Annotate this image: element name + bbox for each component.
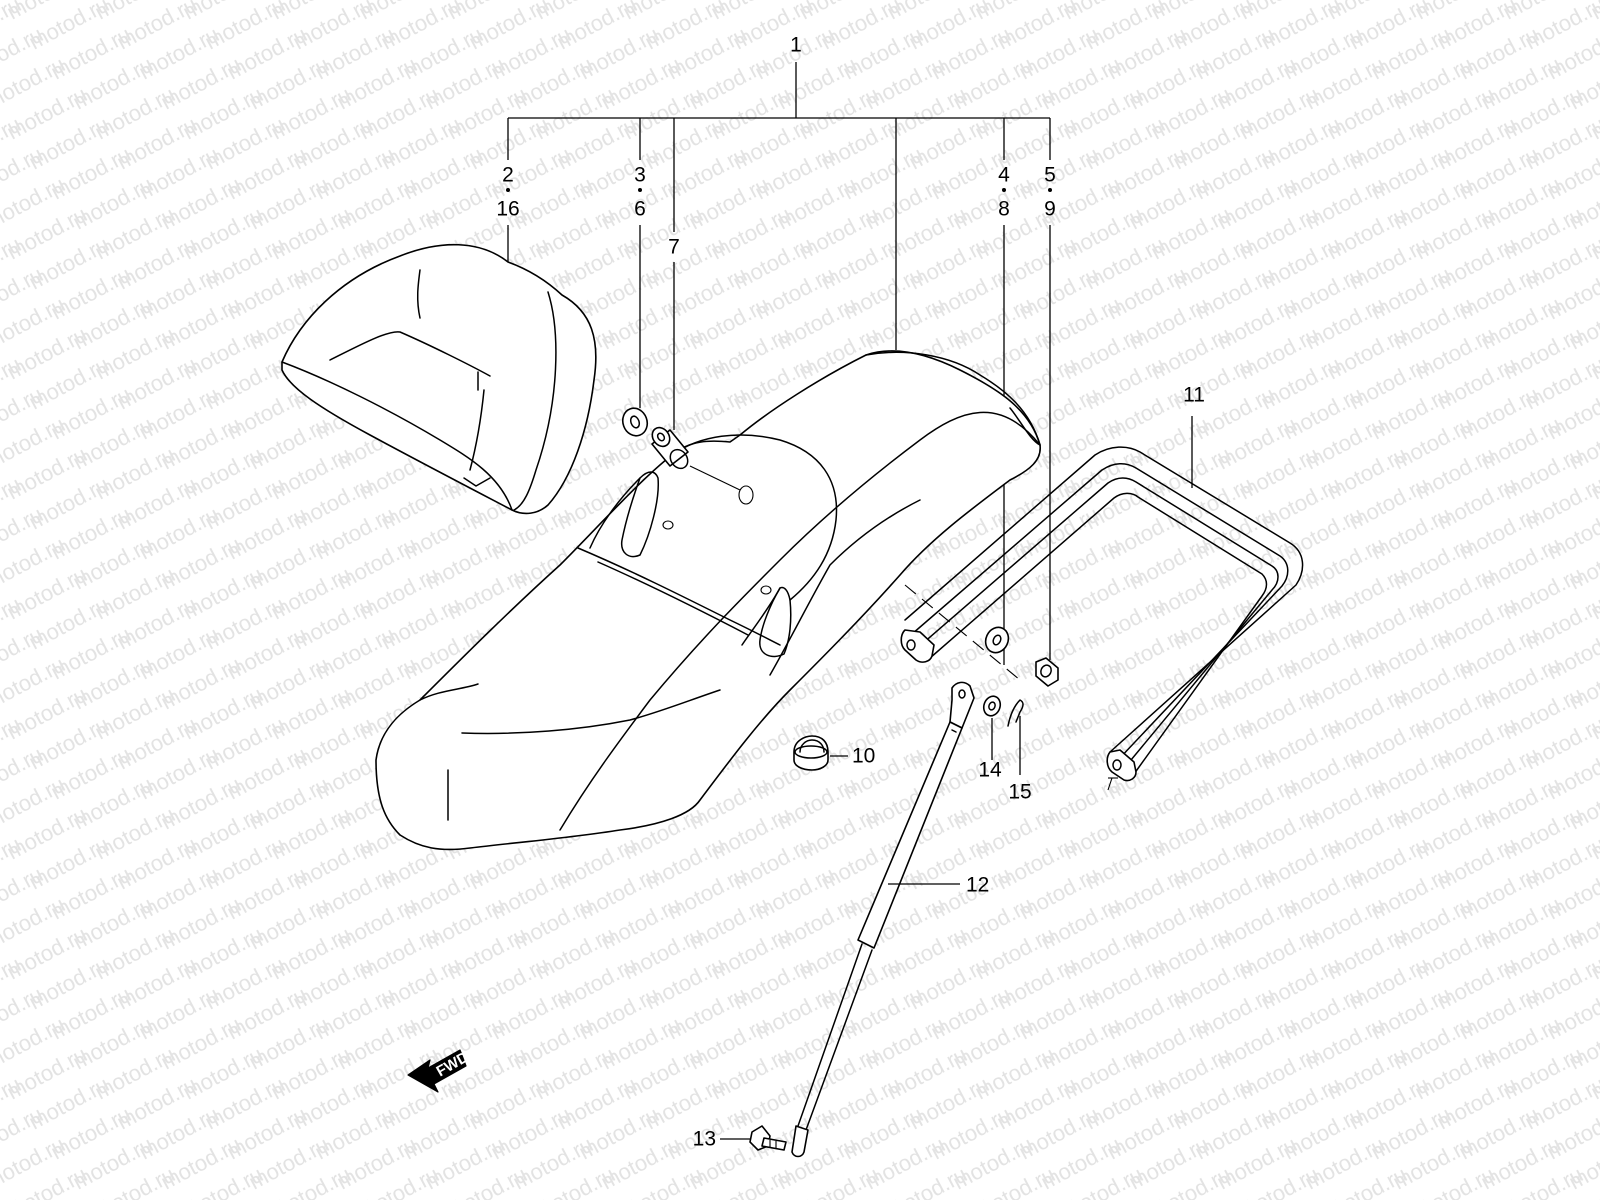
callout-6: 6 [634, 198, 646, 221]
callout-13: 13 [693, 1128, 716, 1151]
callout-2: 2 [502, 164, 514, 187]
callout-1: 1 [790, 34, 802, 57]
callout-4: 4 [998, 164, 1010, 187]
callout-5: 5 [1044, 164, 1056, 187]
callout-10: 10 [852, 745, 875, 768]
callout-8: 8 [998, 198, 1010, 221]
callout-7: 7 [668, 236, 680, 259]
callout-15: 15 [1008, 781, 1031, 804]
callout-16: 16 [496, 198, 519, 221]
callout-3: 3 [634, 164, 646, 187]
callout-14: 14 [978, 759, 1002, 782]
callout-12: 12 [966, 874, 989, 897]
callout-11: 11 [1183, 384, 1205, 407]
callout-9: 9 [1044, 198, 1056, 221]
